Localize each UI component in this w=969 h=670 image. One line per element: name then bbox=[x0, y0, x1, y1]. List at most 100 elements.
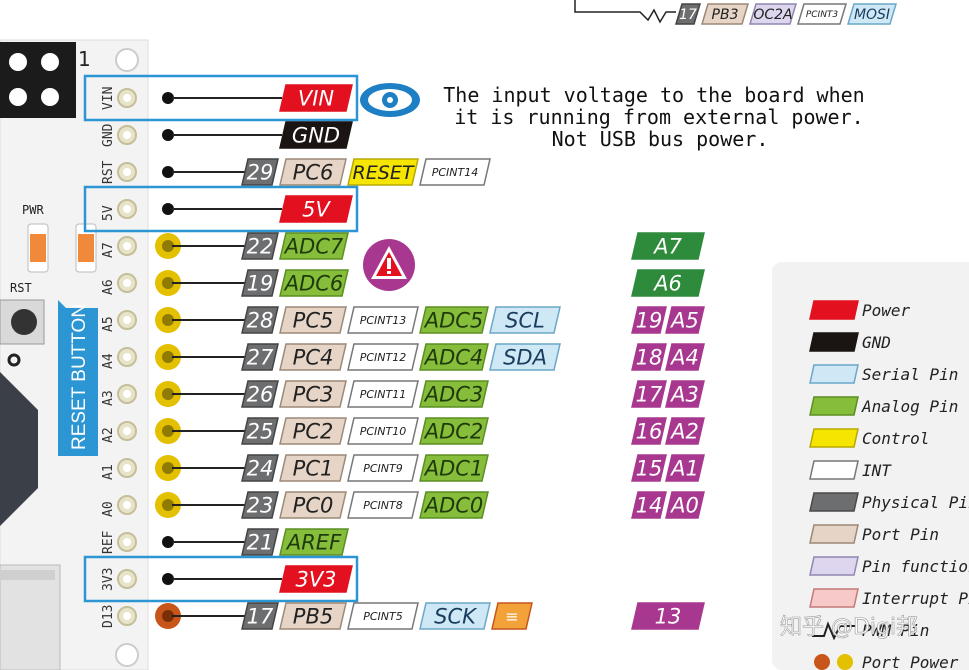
pin-pad-center bbox=[162, 425, 174, 437]
board-pin-label: A3 bbox=[101, 390, 116, 406]
pcint-chip-text: PCINT8 bbox=[363, 499, 403, 512]
arduino-analog-chip: A5 bbox=[665, 306, 705, 334]
legend-swatch bbox=[809, 332, 859, 352]
gnd-pin-chip-text: GND bbox=[292, 124, 340, 148]
arduino-analog-chip-bg bbox=[665, 380, 705, 408]
reset-button-label: RESET BUTTON bbox=[69, 304, 90, 450]
power-pin-chip-text: 3V3 bbox=[295, 568, 336, 592]
legend-item: Pin function bbox=[809, 556, 969, 576]
serial-pin-chip: SDA bbox=[489, 343, 561, 371]
arduino-analog-chip-text: A4 bbox=[669, 346, 699, 370]
pin-pad-center bbox=[162, 351, 174, 363]
reset-button[interactable] bbox=[11, 309, 37, 335]
board-pad-hole bbox=[123, 501, 131, 509]
physical-pin-chip: 29 bbox=[241, 158, 279, 186]
arduino-analog-chip-bg bbox=[631, 232, 705, 260]
board-pad-hole bbox=[123, 242, 131, 250]
physical-pin-chip: 22 bbox=[241, 232, 279, 260]
port-pin-chip-bg bbox=[279, 380, 347, 408]
pcint-chip: PCINT10 bbox=[347, 417, 419, 445]
board-marker bbox=[7, 353, 21, 367]
legend-item: INT bbox=[809, 460, 892, 480]
physical-pin-chip-bg bbox=[241, 269, 279, 297]
watermark: 知乎 @Digi邦 bbox=[780, 615, 918, 640]
digital-number-chip-text: 15 bbox=[636, 457, 663, 481]
arduino-analog-chip-text: A2 bbox=[669, 420, 699, 444]
analog-pin-chip: ADC6 bbox=[279, 269, 349, 297]
legend-item: Port Power bbox=[814, 653, 959, 670]
legend-item: Interrupt Pin bbox=[809, 588, 969, 608]
top-port-chip-bg bbox=[700, 3, 750, 25]
usb-connector-slot bbox=[0, 570, 55, 580]
physical-pin-chip: 21 bbox=[241, 528, 279, 556]
port-pin-chip: PC5 bbox=[279, 306, 347, 334]
pin-pad-center bbox=[162, 499, 174, 511]
pwm-wave-icon bbox=[812, 621, 856, 641]
physical-pin-chip-text: 28 bbox=[247, 309, 274, 333]
warning-icon bbox=[363, 239, 415, 291]
analog-pin-chip: ADC3 bbox=[419, 380, 489, 408]
port-pin-chip-bg bbox=[279, 343, 347, 371]
physical-pin-chip-text: 17 bbox=[247, 605, 274, 629]
port-pin-chip: PC6 bbox=[279, 158, 347, 186]
pcint-chip-bg bbox=[347, 417, 419, 445]
board-pin-label: GND bbox=[101, 123, 116, 147]
arduino-analog-chip-bg bbox=[665, 343, 705, 371]
port-pin-chip: PC3 bbox=[279, 380, 347, 408]
board-pin-label: A7 bbox=[101, 242, 116, 258]
digital-number-chip: 14 bbox=[631, 491, 667, 519]
legend-item: Analog Pin bbox=[809, 396, 958, 416]
arduino-analog-chip-text: A0 bbox=[669, 494, 699, 518]
port-pin-chip: PB5 bbox=[279, 602, 347, 630]
physical-pin-chip-bg bbox=[241, 343, 279, 371]
digital-number-chip-text: 16 bbox=[636, 420, 663, 444]
pcint-chip-text: PCINT12 bbox=[360, 351, 407, 364]
legend-item: PWM Pin bbox=[812, 621, 929, 641]
legend-label: Pin function bbox=[862, 557, 969, 576]
power-pin-chip-text: VIN bbox=[298, 87, 335, 111]
physical-pin-chip: 28 bbox=[241, 306, 279, 334]
legend-item: Port Pin bbox=[809, 524, 939, 544]
legend-label: Physical Pin bbox=[862, 493, 969, 512]
board-pin-label: A4 bbox=[101, 353, 116, 369]
analog-pin-chip-bg bbox=[419, 491, 489, 519]
analog-pin-chip: AREF bbox=[279, 528, 349, 556]
port-power-pad-icon bbox=[837, 654, 853, 670]
pin-row: 5V bbox=[83, 185, 359, 233]
digital-number-chip: 18 bbox=[631, 343, 667, 371]
pin-pad-center bbox=[162, 314, 174, 326]
legend-label: PWM Pin bbox=[862, 621, 929, 640]
digital-number-chip: 19 bbox=[631, 306, 667, 334]
board-pin-label: A0 bbox=[101, 501, 116, 517]
top-connector-line bbox=[574, 0, 676, 24]
serial-pin-chip-bg bbox=[419, 602, 491, 630]
pcint-chip-bg bbox=[347, 454, 419, 482]
pcint-chip-text: PCINT14 bbox=[432, 166, 479, 179]
arduino-analog-chip-bg bbox=[665, 417, 705, 445]
top-port-chip-text: PB3 bbox=[712, 7, 739, 23]
physical-pin-chip-text: 26 bbox=[247, 383, 274, 407]
pwm-indicator-chip: ≡ bbox=[491, 602, 533, 630]
physical-pin-chip-text: 25 bbox=[247, 420, 274, 444]
digital-pin-chip-text: 13 bbox=[655, 605, 682, 629]
pcint-chip: PCINT11 bbox=[347, 380, 419, 408]
legend-label: Power bbox=[862, 301, 911, 320]
digital-pin-chip: 13 bbox=[631, 602, 705, 630]
header-pin bbox=[41, 88, 59, 106]
physical-pin-chip: 24 bbox=[241, 454, 279, 482]
board-pad-hole bbox=[123, 464, 131, 472]
digital-pin-chip-bg bbox=[631, 602, 705, 630]
board-pin-label: D13 bbox=[101, 605, 116, 628]
pcint-chip: PCINT9 bbox=[347, 454, 419, 482]
top-pcint-chip-bg bbox=[796, 3, 848, 25]
board-pad-hole bbox=[123, 427, 131, 435]
top-physical-chip-bg bbox=[674, 3, 702, 25]
port-pin-chip-text: PC4 bbox=[293, 346, 334, 370]
power-pin-chip-bg bbox=[279, 195, 353, 223]
serial-pin-chip: SCK bbox=[419, 602, 491, 630]
board-pin-label: RST bbox=[101, 160, 116, 184]
pcint-chip-text: PCINT10 bbox=[360, 425, 407, 438]
svg-text:The input voltage to the board: The input voltage to the board when it i… bbox=[443, 83, 876, 151]
